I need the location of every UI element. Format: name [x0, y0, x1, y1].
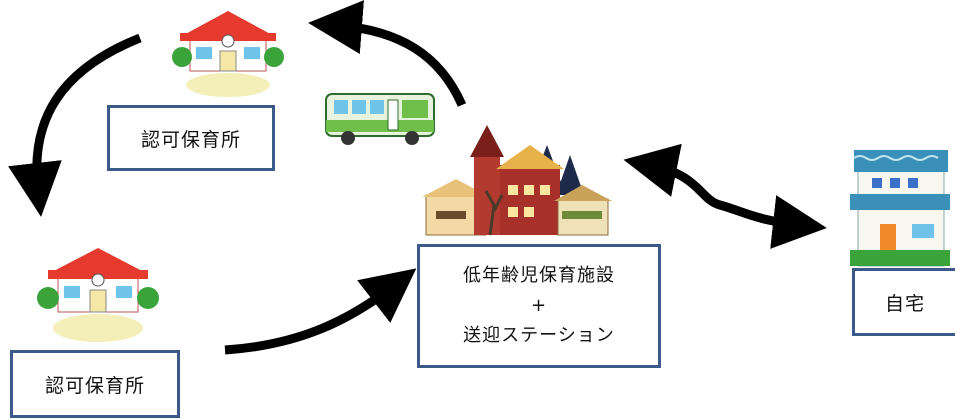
house-icon [850, 150, 950, 267]
nursery-school-icon [37, 248, 159, 342]
center-facility-label: 低年齢児保育施設 + 送迎ステーション [417, 244, 661, 368]
center-facility-line1: 低年齢児保育施設 [463, 265, 615, 286]
nursery-school-icon [172, 11, 284, 97]
bus-icon [325, 93, 435, 145]
nursery-bottom-label: 認可保育所 [10, 350, 180, 418]
town-buildings-icon [422, 125, 612, 236]
nursery-bottom-label-text: 認可保育所 [44, 374, 145, 397]
home-label-text: 自宅 [884, 292, 925, 315]
center-facility-line3: 送迎ステーション [463, 325, 615, 346]
home-label: 自宅 [852, 268, 955, 336]
nursery-top-label: 認可保育所 [107, 105, 275, 171]
nursery-top-label-text: 認可保育所 [140, 128, 241, 151]
center-facility-line2: + [530, 295, 548, 316]
